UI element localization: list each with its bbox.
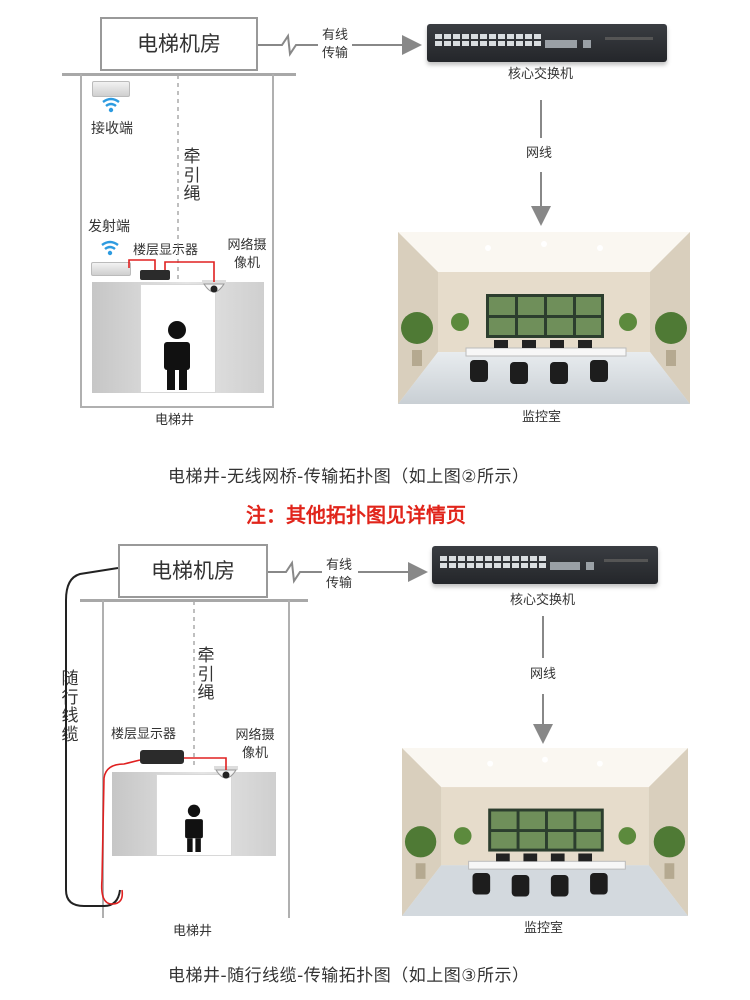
wired-transmission-label: 有线传输 <box>322 28 349 62</box>
monitoring-room-image <box>402 748 688 916</box>
machine-room-box: 电梯机房 <box>118 544 268 598</box>
machine-room-box: 电梯机房 <box>100 17 258 71</box>
elevator-shaft-label: 电梯井 <box>155 413 195 428</box>
camera-cable <box>164 261 215 282</box>
traction-rope-label: 牵引绳 <box>197 646 215 704</box>
floor-display-label: 楼层显示器 <box>133 243 199 258</box>
core-switch-label: 核心交换机 <box>510 593 576 608</box>
network-camera-label: 网络摄像机 <box>227 238 267 271</box>
receiver-device <box>92 81 130 97</box>
monitoring-room-label: 监控室 <box>524 921 564 936</box>
receiver-wifi-icon <box>102 97 120 113</box>
dome-camera-icon <box>214 766 238 779</box>
bottom-diagram-caption: 电梯井-随行线缆-传输拓扑图（如上图③所示） <box>168 966 530 986</box>
wired-transmission-label: 有线传输 <box>326 558 353 592</box>
person-icon <box>185 804 203 852</box>
core-switch-label: 核心交换机 <box>508 67 574 82</box>
elevator-shaft <box>80 74 274 408</box>
transmitter-device <box>91 262 131 276</box>
elevator-shaft <box>102 600 290 918</box>
core-switch-device <box>432 546 658 584</box>
shaft-ceiling-line <box>80 599 308 602</box>
wired-transmission-arrow <box>268 560 322 584</box>
network-cable-label: 网线 <box>530 667 557 682</box>
floor-display-label: 楼层显示器 <box>111 727 177 742</box>
elevator-shaft-label: 电梯井 <box>173 924 213 939</box>
network-cable-label: 网线 <box>526 146 553 161</box>
detail-page-note: 注：其他拓扑图见详情页 <box>246 503 466 527</box>
traveling-cable-loop <box>65 567 121 907</box>
core-switch-device <box>427 24 667 62</box>
display-cable <box>128 259 156 270</box>
wired-transmission-arrow <box>258 33 318 57</box>
person-icon <box>164 321 190 390</box>
network-camera-label: 网络摄像机 <box>235 728 275 761</box>
monitoring-room-image <box>398 232 690 404</box>
shaft-ceiling-line <box>62 73 296 76</box>
transmitter-wifi-icon <box>101 240 119 256</box>
top-diagram-caption: 电梯井-无线网桥-传输拓扑图（如上图②所示） <box>168 467 530 487</box>
monitoring-room-label: 监控室 <box>522 410 562 425</box>
car-to-display-cable <box>100 759 141 905</box>
floor-display-device <box>140 750 184 764</box>
traction-rope-label: 牵引绳 <box>183 147 201 205</box>
transmitter-label: 发射端 <box>88 219 130 235</box>
receiver-label: 接收端 <box>91 121 133 137</box>
display-to-camera-cable <box>184 757 227 770</box>
floor-display-device <box>140 270 170 280</box>
